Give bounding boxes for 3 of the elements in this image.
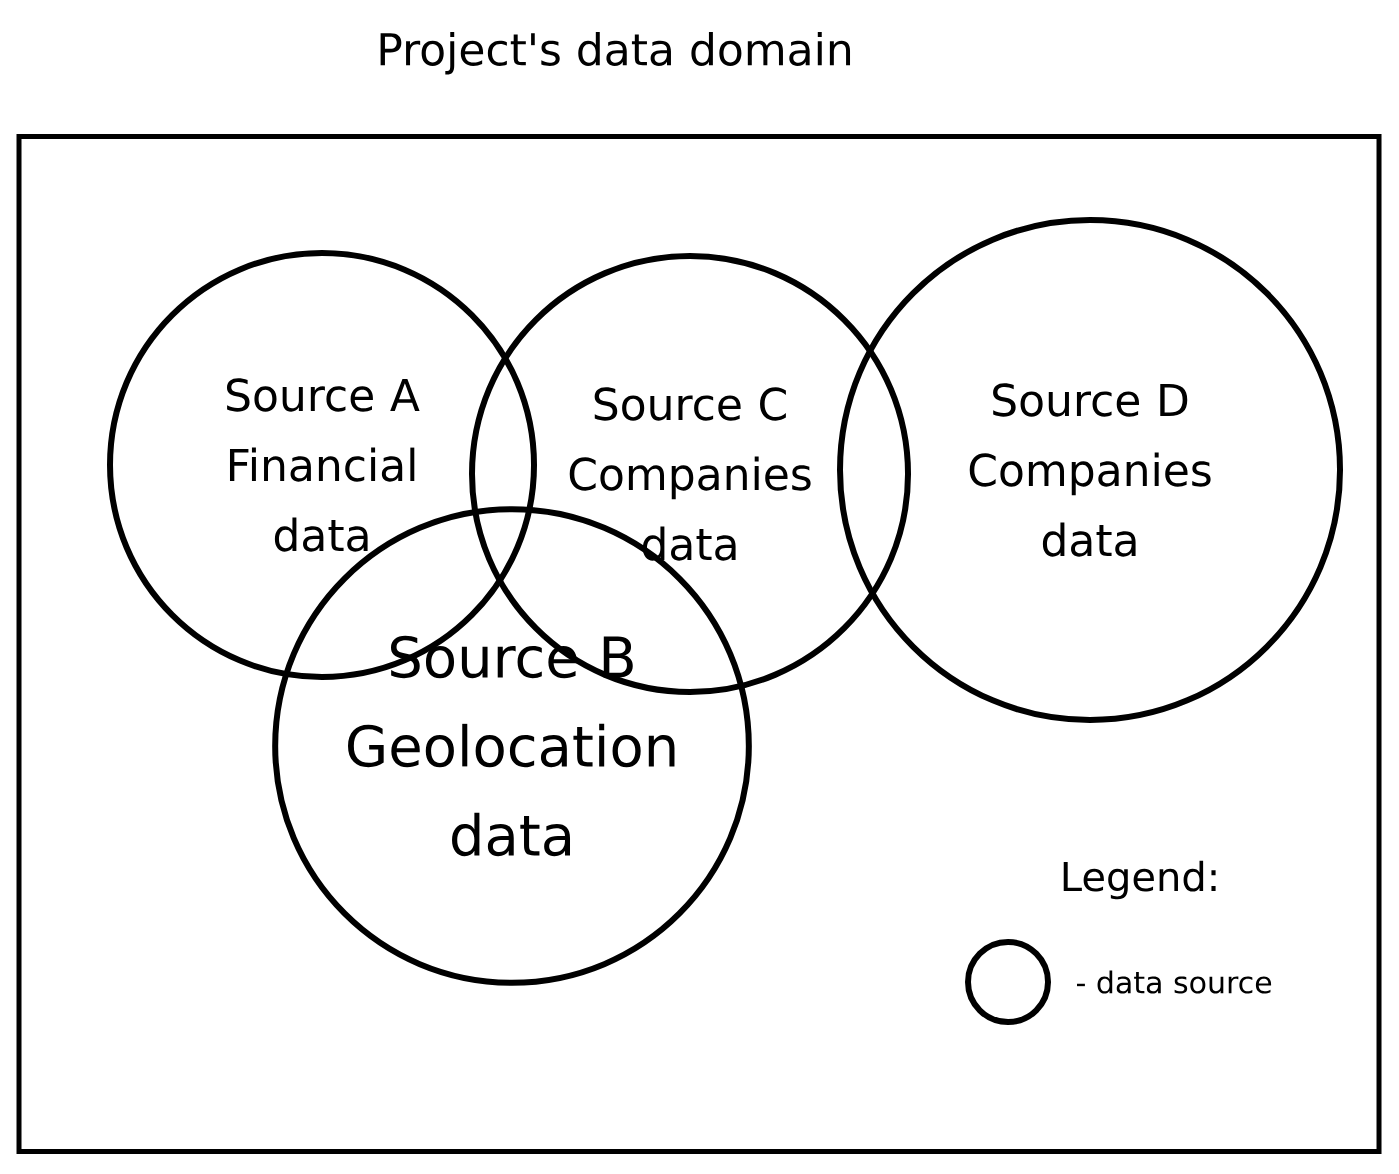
- legend-heading: Legend:: [1063, 860, 1216, 900]
- legend-entry: - data source: [965, 939, 1272, 1025]
- title: Project's data domain: [380, 31, 850, 75]
